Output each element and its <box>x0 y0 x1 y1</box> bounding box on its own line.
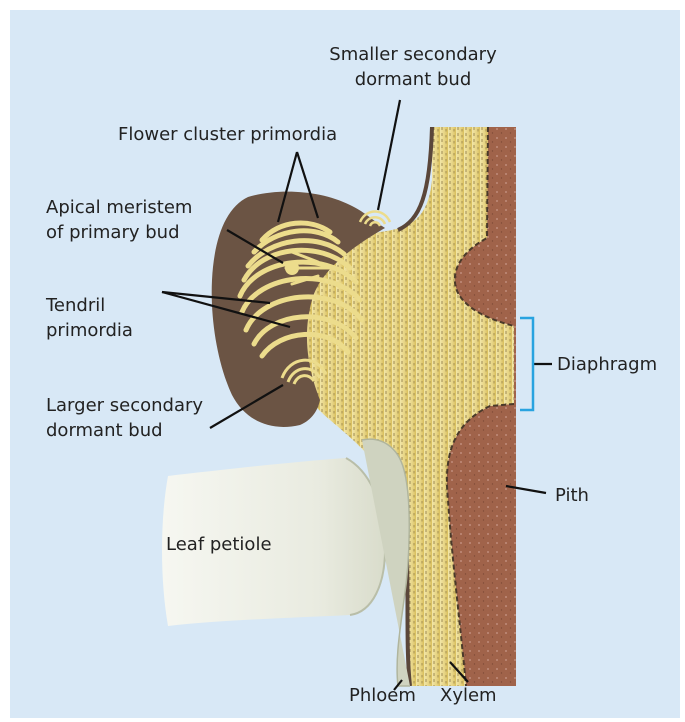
apical-meristem-label: Apical meristem of primary bud <box>46 195 236 245</box>
smaller-secondary-bud-label: Smaller secondary dormant bud <box>318 42 508 92</box>
diaphragm-label: Diaphragm <box>557 352 677 377</box>
xylem-label: Xylem <box>440 683 520 708</box>
phloem-label: Phloem <box>349 683 439 708</box>
leaf-petiole-label: Leaf petiole <box>166 532 306 557</box>
tendril-primordia-label: Tendril primordia <box>46 293 176 343</box>
diaphragm-bracket <box>520 318 533 410</box>
pith-label: Pith <box>555 483 635 508</box>
larger-secondary-bud-label: Larger secondary dormant bud <box>46 393 236 443</box>
flower-cluster-primordia-label: Flower cluster primordia <box>118 122 388 147</box>
apical-meristem-dot <box>285 261 299 275</box>
